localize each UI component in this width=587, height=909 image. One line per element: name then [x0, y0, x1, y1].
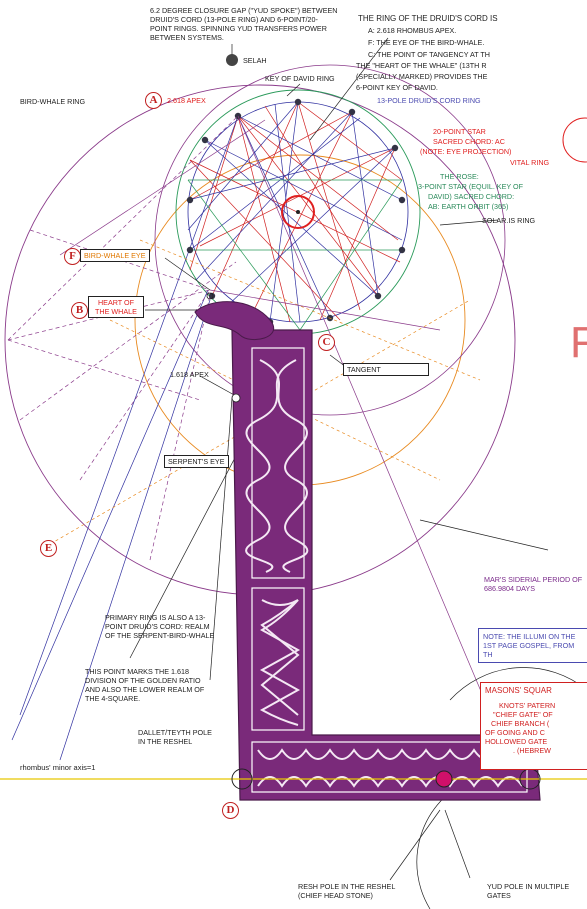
letter-d: D: [222, 802, 239, 819]
vital-ring-label: VITAL RING: [510, 158, 549, 167]
primary-ring-label: PRIMARY RING IS ALSO A 13-POINT DRUID'S …: [105, 613, 215, 640]
letter-f: F: [64, 248, 81, 265]
apex-1618-label: 1.618 APEX: [170, 370, 209, 379]
yud-pole-label: YUD POLE IN MULTIPLE GATES: [487, 882, 577, 900]
druid-ring-title: THE RING OF THE DRUID'S CORD IS: [358, 14, 498, 23]
mars-period-label: MAR'S SIDERIAL PERIOD OF 686.9804 DAYS: [484, 575, 584, 593]
center-dot: [296, 210, 300, 214]
rose-line3: DAVID) SACRED CHORD:: [428, 192, 514, 201]
letter-a: A: [145, 92, 162, 109]
masons-square-title: MASONS' SQUAR: [485, 686, 585, 695]
knots-line2: "CHIEF GATE" OF: [485, 710, 585, 719]
druid-c-line1: C: THE POINT OF TANGENCY AT TH: [368, 50, 490, 59]
druid-c-line3: (SPECIALLY MARKED) PROVIDES THE: [356, 72, 487, 81]
selah-label: SELAH: [243, 56, 267, 65]
heart-whale-label: HEART OF THE WHALE: [88, 296, 144, 318]
rose-line1: THE ROSE:: [440, 172, 479, 181]
bird-whale-eye-label: BIRD-WHALE EYE: [80, 249, 150, 262]
masons-square-box: MASONS' SQUAR KNOTS' PATERN "CHIEF GATE"…: [480, 682, 587, 770]
resh-pole: [436, 771, 452, 787]
letter-e: E: [40, 540, 57, 557]
closure-gap-label: 6.2 DEGREE CLOSURE GAP ("YUD SPOKE") BET…: [150, 6, 338, 42]
big-letter: F: [570, 318, 587, 368]
dallet-label: DALLET/TEYTH POLE IN THE RESHEL: [138, 728, 218, 746]
knots-line6: . (HEBREW: [485, 746, 585, 755]
vital-ring: [563, 118, 587, 162]
druid-c-line4: 6-POINT KEY OF DAVID.: [356, 83, 438, 92]
rhombus-axis-label: rhombus' minor axis=1: [20, 763, 95, 772]
letter-b: B: [71, 302, 88, 319]
knots-line1: KNOTS' PATERN: [485, 701, 585, 710]
knots-line4: OF GOING AND C: [485, 728, 585, 737]
inner-purple-ring: [155, 65, 505, 415]
rose-line4: AB: EARTH ORBIT (365): [428, 202, 508, 211]
druid-cord-ring-label: 13-POLE DRUID'S CORD RING: [377, 96, 481, 105]
golden-point-label: THIS POINT MARKS THE 1.618 DIVISION OF T…: [85, 667, 213, 703]
druid-cord-lines: [12, 102, 402, 760]
bird-whale-ring-label: BIRD-WHALE RING: [20, 97, 85, 106]
serpents-eye-label: SERPENT'S EYE: [164, 455, 229, 468]
dashed-rhombus-lines: [8, 116, 238, 560]
note-illumination: NOTE: THE ILLUMI ON THE 1ST PAGE GOSPEL,…: [478, 628, 587, 663]
star20-line2: SACRED CHORD: AC: [433, 137, 505, 146]
druid-c-line2: THE "HEART OF THE WHALE" (13TH R: [356, 61, 487, 70]
knots-line3: CHIEF BRANCH (: [485, 719, 585, 728]
star20-line1: 20-POINT STAR: [433, 127, 486, 136]
druid-a-line: A: 2.618 RHOMBUS APEX.: [368, 26, 456, 35]
key-of-david-label: KEY OF DAVID RING: [265, 74, 335, 83]
selah-dot: [226, 54, 238, 66]
solaris-label: SOLAR.IS RING: [482, 216, 535, 225]
resh-pole-label: RESH POLE IN THE RESHEL (CHIEF HEAD STON…: [298, 882, 418, 900]
rose-line2: 3-POINT STAR (EQUIL. KEY OF: [418, 182, 523, 191]
apex-2618-label: 2.618 APEX: [167, 96, 206, 105]
knots-line5: HOLLOWED GATE: [485, 737, 585, 746]
druid-f-line: F: THE EYE OF THE BIRD-WHALE.: [368, 38, 484, 47]
star20-line3: (NOTE: EYE PROJECTION): [420, 147, 511, 156]
letter-c: C: [318, 334, 335, 351]
apex-1618-circle: [232, 394, 240, 402]
tangent-label: TANGENT: [343, 363, 429, 376]
